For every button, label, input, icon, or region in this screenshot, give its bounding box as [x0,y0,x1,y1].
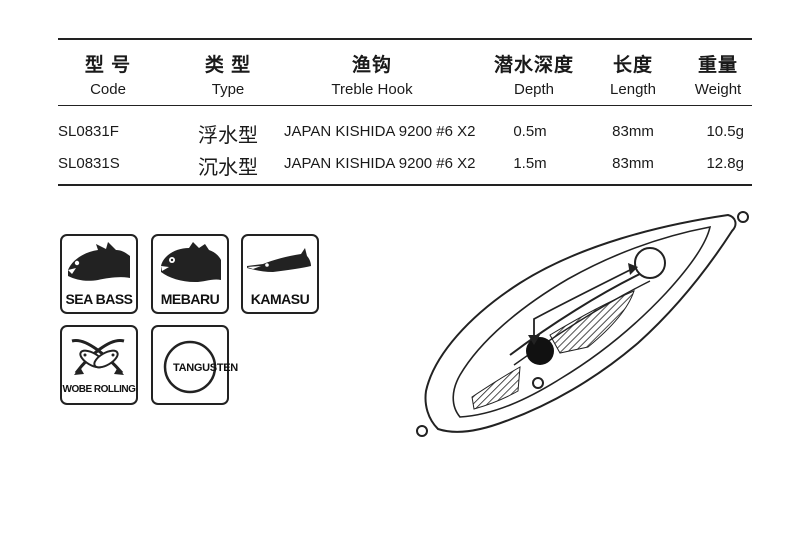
table-top-rule [58,38,752,40]
row-code: SL0831F [58,123,119,140]
row-depth: 0.5m [513,123,547,140]
row-depth: 1.5m [513,155,547,172]
lure-cutaway-diagram [416,211,749,437]
row-code: SL0831S [58,155,120,172]
badge-kamasu: KAMASU [241,234,319,314]
header-hook-zh: 渔钩 [351,55,393,76]
mebaru-fish-icon [161,242,221,282]
tungsten-weight-icon [163,340,217,394]
header-weight-en: Weight [694,81,742,98]
wobble-rolling-icon [71,339,125,375]
badge-label: MEBARU [160,291,220,307]
kamasu-fish-icon [247,248,311,272]
table-header-rule [58,105,752,106]
header-type-zh: 类 型 [204,55,252,76]
badge-sea-bass: SEA BASS [60,234,138,314]
badge-label: SEA BASS [65,291,133,307]
badge-label: TANGUSTEN [173,362,238,374]
header-weight-zh: 重量 [697,55,739,76]
header-type-en: Type [211,81,245,98]
table-bottom-rule [58,184,752,186]
row-length: 83mm [612,123,654,140]
badge-tangusten: TANGUSTEN [151,325,238,405]
header-code-zh: 型 号 [84,55,132,76]
row-hook: JAPAN KISHIDA 9200 #6 X2 [284,155,476,172]
row-type: 沉水型 [198,157,258,179]
header-depth-zh: 潜水深度 [493,55,575,76]
badge-wobe-rolling: WOBE ROLLING [60,325,138,405]
row-type: 浮水型 [198,125,258,147]
badge-mebaru: MEBARU [151,234,229,314]
header-length-en: Length [610,81,656,98]
row-length: 83mm [612,155,654,172]
header-depth-en: Depth [513,81,555,98]
header-length-zh: 长度 [612,55,654,76]
row-hook: JAPAN KISHIDA 9200 #6 X2 [284,123,476,140]
badge-label: WOBE ROLLING [62,384,136,395]
header-hook-en: Treble Hook [331,81,413,98]
header-code-en: Code [90,81,126,98]
sea-bass-fish-icon [68,242,130,281]
badge-label: KAMASU [250,291,310,307]
row-weight: 12.8g [706,155,744,172]
row-weight: 10.5g [706,123,744,140]
